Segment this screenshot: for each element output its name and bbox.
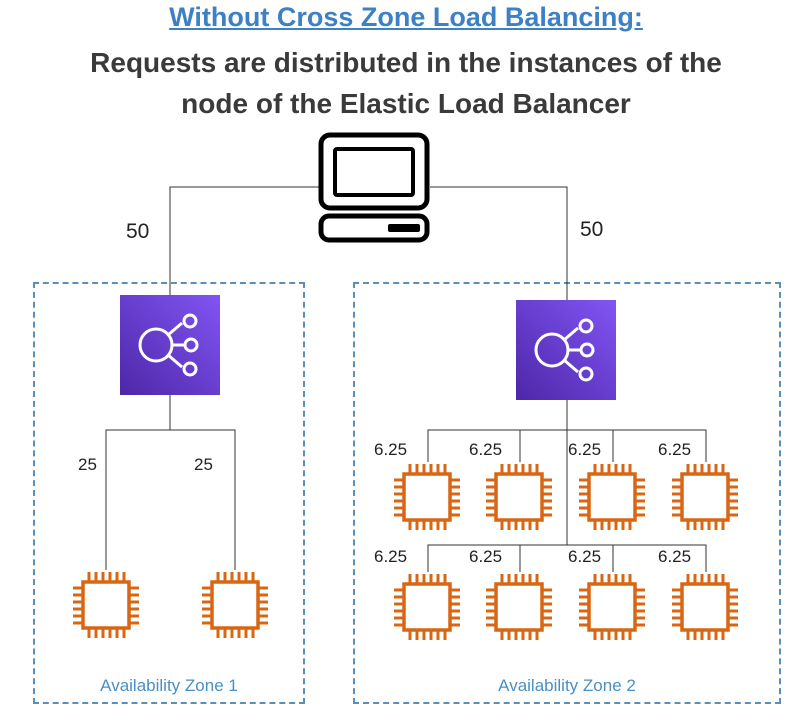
instance-share-label: 6.25 — [469, 440, 503, 459]
ec2-instance-icon — [73, 572, 139, 638]
load-balancer-zone-1 — [120, 295, 220, 395]
elastic-load-balancer-icon — [534, 318, 595, 382]
ec2-instance-icon — [579, 574, 645, 640]
connector-right-row1 — [427, 429, 707, 462]
subtitle-line-1: Requests are distributed in the instance… — [90, 47, 722, 78]
elastic-load-balancer-icon — [138, 313, 199, 377]
zone-2-label: Availability Zone 2 — [498, 676, 636, 695]
connector-left-branch — [105, 429, 236, 570]
traffic-left-label: 50 — [126, 220, 150, 243]
ec2-instance-icon — [486, 464, 552, 530]
instance-share-label: 6.25 — [374, 440, 408, 459]
ec2-instance-icon — [579, 464, 645, 530]
instance-share-label: 25 — [194, 455, 213, 474]
subtitle-line-2: node of the Elastic Load Balancer — [181, 88, 631, 119]
traffic-right-label: 50 — [580, 218, 604, 241]
ec2-instance-icon — [394, 464, 460, 530]
zone-1-label: Availability Zone 1 — [100, 676, 238, 695]
connector-right-row2 — [427, 544, 707, 572]
instance-share-label: 6.25 — [658, 547, 692, 566]
load-balancer-zone-2 — [516, 300, 616, 400]
instance-share-label: 6.25 — [568, 440, 602, 459]
ec2-instance-icon — [672, 574, 738, 640]
connector-client-right — [430, 186, 568, 300]
ec2-instance-icon — [486, 574, 552, 640]
ec2-instance-icon — [394, 574, 460, 640]
instance-share-label: 6.25 — [469, 547, 503, 566]
instance-share-label: 6.25 — [658, 440, 692, 459]
instance-share-label: 6.25 — [374, 547, 408, 566]
diagram-title: Without Cross Zone Load Balancing: — [169, 2, 643, 32]
availability-zone-1 — [33, 282, 305, 704]
diagram-subtitle: Requests are distributed in the instance… — [0, 42, 812, 124]
ec2-instance-icon — [202, 572, 268, 638]
ec2-instance-icon — [672, 464, 738, 530]
instance-share-label: 6.25 — [568, 547, 602, 566]
connector-client-left — [169, 186, 320, 295]
computer-icon — [318, 132, 430, 243]
instance-share-label: 25 — [78, 455, 97, 474]
